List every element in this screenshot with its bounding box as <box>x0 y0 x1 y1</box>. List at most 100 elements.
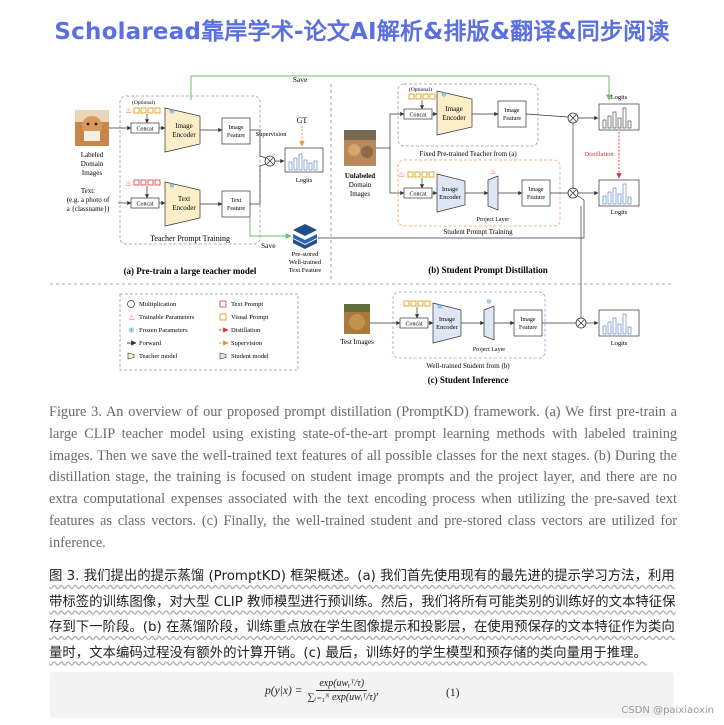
logits-b-bottom-label: Logits <box>611 209 628 216</box>
gt-label: GT <box>297 116 308 125</box>
figure-caption-chinese[interactable]: 图 3. 我们提出的提示蒸馏 (PromptKD) 框架概述。(a) 我们首先使… <box>49 569 676 661</box>
image-feature-a-l2: Feature <box>227 133 245 139</box>
image-encoder-c-l2: Encoder <box>436 324 458 331</box>
logit-bars-a <box>288 153 318 171</box>
image-feature-b-top-l2: Feature <box>503 116 521 122</box>
legend-symbol-frozen: ❄ <box>128 326 135 335</box>
logit-bars-b-bottom <box>602 183 632 205</box>
legend-label-multiplication: Multiplication <box>139 301 177 308</box>
supervision-label: Supervision <box>255 131 287 138</box>
promptkd-framework-figure: Save Labeled Domain Images Text: (e.g. a… <box>48 60 676 394</box>
text-feature-l2: Feature <box>227 206 245 212</box>
legend-symbol-multiplication <box>127 300 135 308</box>
equation-numerator: exp(uwᵧᵀ/τ) <box>316 678 368 691</box>
prestored-feature-stack-icon <box>293 224 317 249</box>
test-images-label: Test Images <box>340 338 374 346</box>
visual-prompt-tokens-b-top <box>408 93 436 100</box>
frozen-snowflake-icon: ❄ <box>486 298 492 306</box>
text-prompt-l1: Text: <box>81 187 95 195</box>
panel-a-title: (a) Pre-train a large teacher model <box>124 266 257 276</box>
image-feature-c-l2: Feature <box>519 325 537 331</box>
image-encoder-b-bottom-l1: Image <box>442 186 458 193</box>
legend-label-forward: Forward <box>139 340 162 347</box>
project-layer-c-label: Project Layer <box>473 347 505 353</box>
legend-label-teacher-model: Teacher model <box>139 353 178 360</box>
distillation-label: Distillation <box>584 151 614 158</box>
labeled-images-l1: Labeled <box>81 151 104 159</box>
well-trained-student-label: Well-trained Student from (b) <box>426 362 510 370</box>
image-encoder-b-top-l1: Image <box>445 105 463 113</box>
labeled-images-l2: Domain <box>81 160 104 168</box>
concat-c: Concat <box>406 322 423 328</box>
legend-label-student-model: Student model <box>231 353 269 360</box>
image-feature-b-bottom-l2: Feature <box>527 195 545 201</box>
equation-formula: p(y|x) = exp(uwᵧᵀ/τ) ∑ᵢ₌₁ᴺ exp(uwᵢᵀ/τ) , <box>265 678 379 703</box>
optional-label-a: (Optional) <box>132 99 155 106</box>
fixed-teacher-label: Fixed Pre-trained Teacher from (a) <box>419 150 517 158</box>
logit-bars-b-top <box>602 107 632 129</box>
concat-a-bottom: Concat <box>137 202 154 208</box>
figure-caption-english: Figure 3. An overview of our proposed pr… <box>49 404 677 551</box>
logits-label-a: Logits <box>296 177 313 184</box>
image-encoder-a-l1: Image <box>175 122 193 130</box>
app-banner-title: Scholaread靠岸学术-论文AI解析&排版&翻译&同步阅读 <box>54 19 670 45</box>
save-label-top: Save <box>293 75 308 84</box>
text-prompt-l2: (e.g. a photo of <box>67 196 110 204</box>
frozen-snowflake-icon: ❄ <box>169 182 175 190</box>
trainable-flame-icon: ♨ <box>490 168 496 176</box>
panel-b-title: (b) Student Prompt Distillation <box>428 265 548 275</box>
unlabeled-images-thumb <box>344 130 376 166</box>
visual-prompt-tokens-c <box>403 300 431 307</box>
legend-label-frozen: Frozen Parameters <box>139 327 188 334</box>
prestored-l1: Pre-stored <box>292 251 319 258</box>
frozen-snowflake-icon: ❄ <box>169 108 175 116</box>
teacher-group-label: Teacher Prompt Training <box>150 234 230 243</box>
csdn-watermark: CSDN @paixiaoxin <box>621 705 714 716</box>
text-encoder-l2: Encoder <box>172 204 196 212</box>
svg-text:♨: ♨ <box>128 313 135 322</box>
panel-b: (Optional) Concat Image Encoder ❄ Image … <box>318 83 640 275</box>
image-feature-b-top-l1: Image <box>505 108 520 114</box>
concat-b-top: Concat <box>410 113 427 119</box>
frozen-snowflake-icon: ❄ <box>441 91 447 99</box>
image-encoder-c-l1: Image <box>439 316 455 323</box>
legend-label-visual-prompt: Visual Prompt <box>231 314 269 321</box>
legend: Multiplication Text Prompt ♨ Trainable Para… <box>119 293 299 371</box>
legend-symbol-student-model <box>219 352 227 360</box>
image-feature-a-l1: Image <box>229 125 244 131</box>
panel-a: Save Labeled Domain Images Text: (e.g. a… <box>67 75 612 276</box>
test-images-thumb <box>344 304 370 334</box>
project-layer-c <box>483 305 495 341</box>
equation-tail: , <box>376 684 379 697</box>
image-encoder-a-l2: Encoder <box>172 131 196 139</box>
equation-fraction: exp(uwᵧᵀ/τ) ∑ᵢ₌₁ᴺ exp(uwᵢᵀ/τ) <box>307 678 376 703</box>
legend-symbol-visual-prompt <box>219 313 227 321</box>
panel-c: Test Images Concat Image Encoder ❄ ❄ Pro… <box>340 206 640 385</box>
image-encoder-b-bottom-l2: Encoder <box>439 194 461 201</box>
equation-block: p(y|x) = exp(uwᵧᵀ/τ) ∑ᵢ₌₁ᴺ exp(uwᵢᵀ/τ) ,… <box>50 672 674 718</box>
legend-label-text-prompt: Text Prompt <box>231 301 263 308</box>
concat-a-top: Concat <box>137 127 154 133</box>
logits-b-top-label: Logits <box>611 94 628 101</box>
unlabeled-l2: Domain <box>349 181 372 189</box>
legend-symbol-trainable: ♨ <box>128 313 135 322</box>
unlabeled-l1: Unlabeled <box>345 172 375 180</box>
text-prompt-l3: a {classname}) <box>67 205 110 213</box>
text-prompt-tokens-a <box>133 179 161 186</box>
prestored-l2: Well-trained <box>289 259 322 266</box>
legend-label-distillation: Distillation <box>231 327 261 334</box>
project-layer-b-label: Project Layer <box>477 217 509 223</box>
student-prompt-training-label: Student Prompt Training <box>443 228 513 236</box>
unlabeled-l3: Images <box>350 190 370 198</box>
legend-label-supervision: Supervision <box>231 340 263 347</box>
image-feature-b-bottom-l1: Image <box>529 187 544 193</box>
legend-symbol-teacher-model <box>127 352 135 360</box>
trainable-flame-icon: ♨ <box>398 170 405 179</box>
legend-label-trainable: Trainable Parameters <box>139 314 195 321</box>
equation-lhs: p(y|x) = <box>265 684 303 697</box>
equation-number: (1) <box>446 687 460 699</box>
visual-prompt-tokens-b-bottom <box>407 171 435 178</box>
text-feature-l1: Text <box>231 198 242 204</box>
trainable-flame-icon: ♨ <box>125 106 132 115</box>
text-encoder-l1: Text <box>178 195 190 203</box>
